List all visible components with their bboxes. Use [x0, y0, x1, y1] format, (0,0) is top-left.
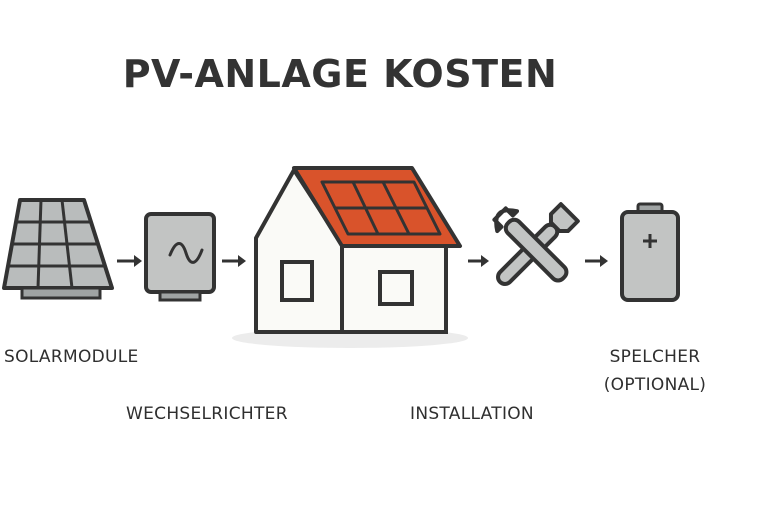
arrow-icon	[117, 255, 142, 267]
step-label-solarmodule: SOLARMODULE	[4, 347, 139, 367]
step-label-wechselrichter: WECHSELRICHTER	[126, 404, 288, 424]
diagram-title: PV-ANLAGE KOSTEN	[122, 52, 558, 96]
arrow-icon	[468, 255, 489, 267]
step-label-optional: (OPTIONAL)	[603, 375, 707, 395]
step-label-speicher: SPELCHER	[609, 347, 701, 367]
wrench-screwdriver-icon	[492, 202, 580, 286]
arrow-icon	[585, 255, 608, 267]
window	[280, 260, 314, 302]
house-with-solar-roof-icon	[232, 166, 468, 348]
arrow-icon	[222, 255, 246, 267]
solar-panel-icon	[2, 198, 114, 300]
window	[378, 270, 414, 306]
inverter-icon	[144, 212, 216, 302]
battery-icon	[620, 202, 680, 302]
step-label-installation: INSTALLATION	[410, 404, 534, 424]
